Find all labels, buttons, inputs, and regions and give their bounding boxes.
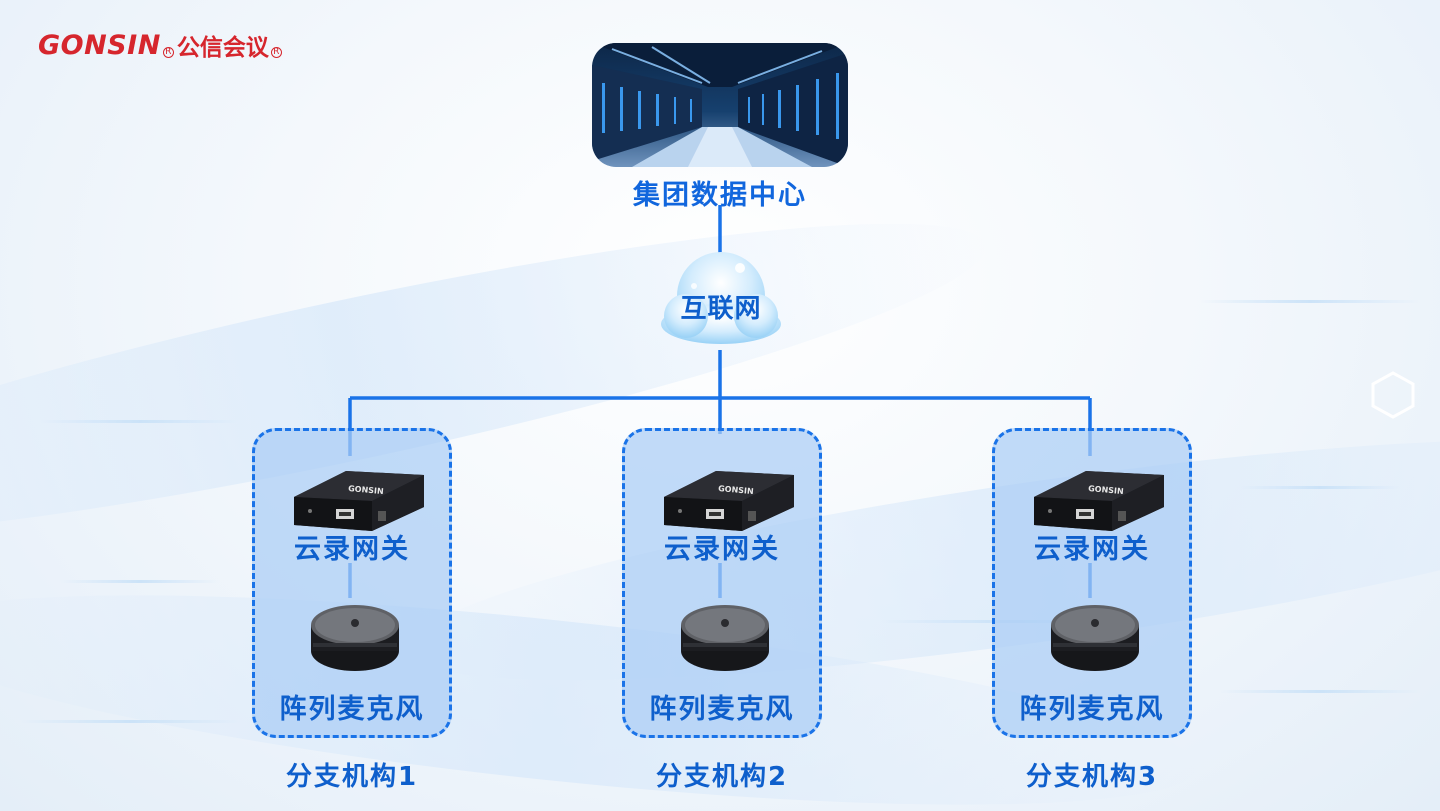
data-center-label: 集团数据中心 (633, 180, 807, 211)
background-streak (20, 720, 240, 723)
gateway-label: 云录网关 (664, 534, 780, 565)
internet-label: 互联网 (680, 294, 762, 324)
background-streak (40, 420, 240, 423)
hexagon-decoration-icon (1371, 371, 1415, 419)
background-streak (1220, 690, 1420, 693)
branch-box-1: GONSIN 云录网关 阵列麦克风 (252, 428, 452, 738)
brand-logo: GONSIN R 公信会议 R (38, 28, 282, 62)
mic-label: 阵列麦克风 (1019, 694, 1165, 725)
gateway-label: 云录网关 (1034, 534, 1150, 565)
background-streak (1200, 300, 1420, 303)
svg-text:GONSIN: GONSIN (718, 484, 754, 496)
gateway-label: 云录网关 (294, 534, 410, 565)
array-microphone-icon (681, 605, 769, 671)
array-microphone-icon (311, 605, 399, 671)
server-room-photo (592, 43, 848, 167)
registered-mark-icon: R (162, 46, 174, 58)
branch-name-2: 分支机构2 (655, 762, 789, 792)
branch-name-3: 分支机构3 (1025, 762, 1159, 792)
gateway-box-icon: GONSIN (294, 471, 424, 531)
branch-box-2: GONSIN 云录网关 阵列麦克风 (622, 428, 822, 738)
mic-label: 阵列麦克风 (279, 694, 425, 725)
cloud-icon (661, 252, 781, 344)
svg-text:GONSIN: GONSIN (348, 484, 384, 496)
registered-mark-icon: R (270, 46, 282, 58)
branch-name-1: 分支机构1 (285, 762, 419, 792)
brand-name-cn: 公信会议 (176, 35, 269, 61)
svg-text:GONSIN: GONSIN (1088, 484, 1124, 496)
gateway-box-icon: GONSIN (664, 471, 794, 531)
gateway-box-icon: GONSIN (1034, 471, 1164, 531)
brand-name-en: GONSIN (38, 29, 161, 61)
background-streak (60, 580, 220, 583)
array-microphone-icon (1051, 605, 1139, 671)
mic-label: 阵列麦克风 (649, 694, 795, 725)
background-streak (1240, 486, 1400, 489)
branch-box-3: GONSIN 云录网关 阵列麦克风 (992, 428, 1192, 738)
